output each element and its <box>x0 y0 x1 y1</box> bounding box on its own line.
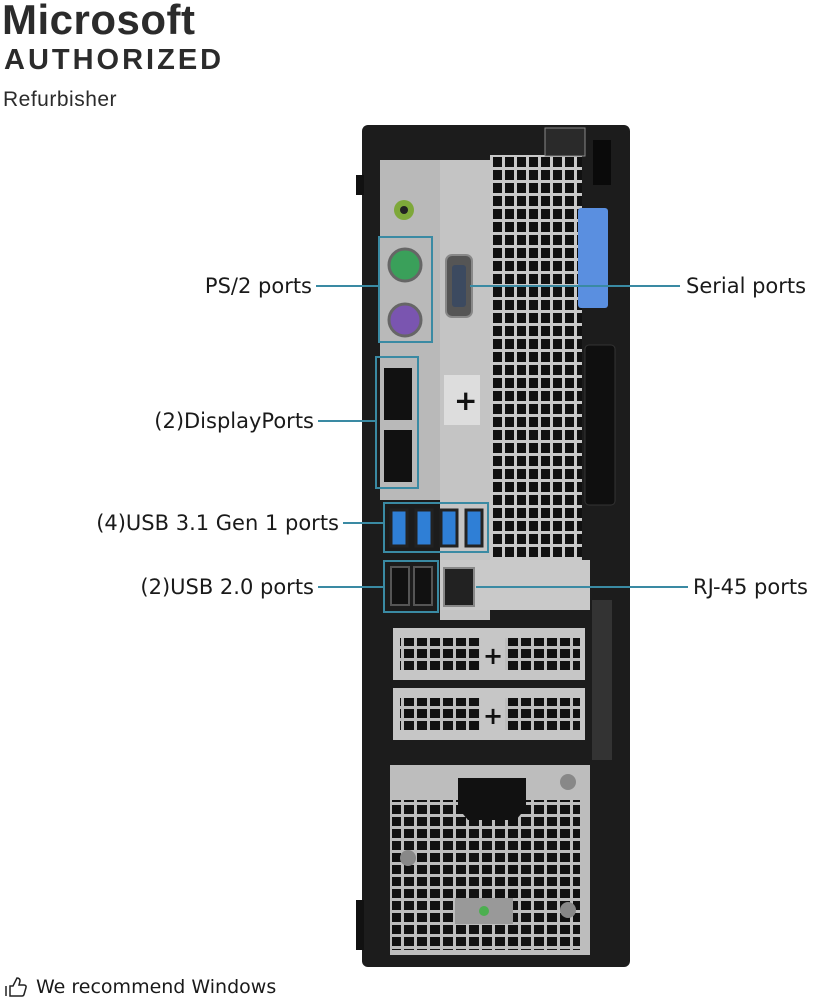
footer: We recommend Windows <box>4 976 276 998</box>
chassis-foot <box>356 175 364 195</box>
card-retainer <box>592 600 612 760</box>
displayport-1 <box>384 368 412 420</box>
screw-icon <box>560 774 576 790</box>
psu-vent <box>392 800 580 950</box>
label-usb31-ports: (4)USB 3.1 Gen 1 ports <box>96 511 339 535</box>
blue-latch <box>578 208 608 308</box>
logo-refurbisher: Refurbisher <box>3 88 118 111</box>
expansion-slot: + <box>393 688 585 740</box>
ps2-keyboard-port <box>387 302 423 338</box>
label-usb20-ports: (2)USB 2.0 ports <box>140 575 314 599</box>
usb20-ports <box>390 566 433 606</box>
power-inlet <box>458 778 526 820</box>
usb31-ports <box>389 508 484 548</box>
serial-port <box>445 254 473 318</box>
handle-slot <box>584 344 616 506</box>
vent-grille <box>490 155 582 595</box>
svg-text:+: + <box>454 384 477 417</box>
displayport-2 <box>384 430 412 482</box>
blank-plate: + <box>444 375 480 425</box>
screw-icon <box>560 902 576 918</box>
label-serial-ports: Serial ports <box>686 274 807 298</box>
padlock-loop <box>544 127 586 157</box>
logo-authorized: AUTHORIZED <box>4 44 225 76</box>
logo-microsoft: Microsoft <box>2 0 196 43</box>
security-slot <box>593 140 611 185</box>
svg-text:+: + <box>483 642 503 670</box>
label-rj45-ports: RJ-45 ports <box>693 575 808 599</box>
label-ps2-ports: PS/2 ports <box>204 274 312 298</box>
audio-jack <box>394 200 414 220</box>
chassis-foot <box>356 900 364 950</box>
thumbs-up-icon <box>5 977 27 997</box>
psu-test-button <box>455 898 513 924</box>
callout-lines <box>316 236 688 613</box>
rj45-port <box>443 567 475 607</box>
screw-icon <box>400 850 416 866</box>
footer-text: We recommend Windows <box>36 976 277 998</box>
expansion-slot: + <box>393 628 585 680</box>
svg-text:+: + <box>483 702 503 730</box>
ps2-mouse-port <box>387 247 423 283</box>
label-displayports: (2)DisplayPorts <box>154 409 314 433</box>
